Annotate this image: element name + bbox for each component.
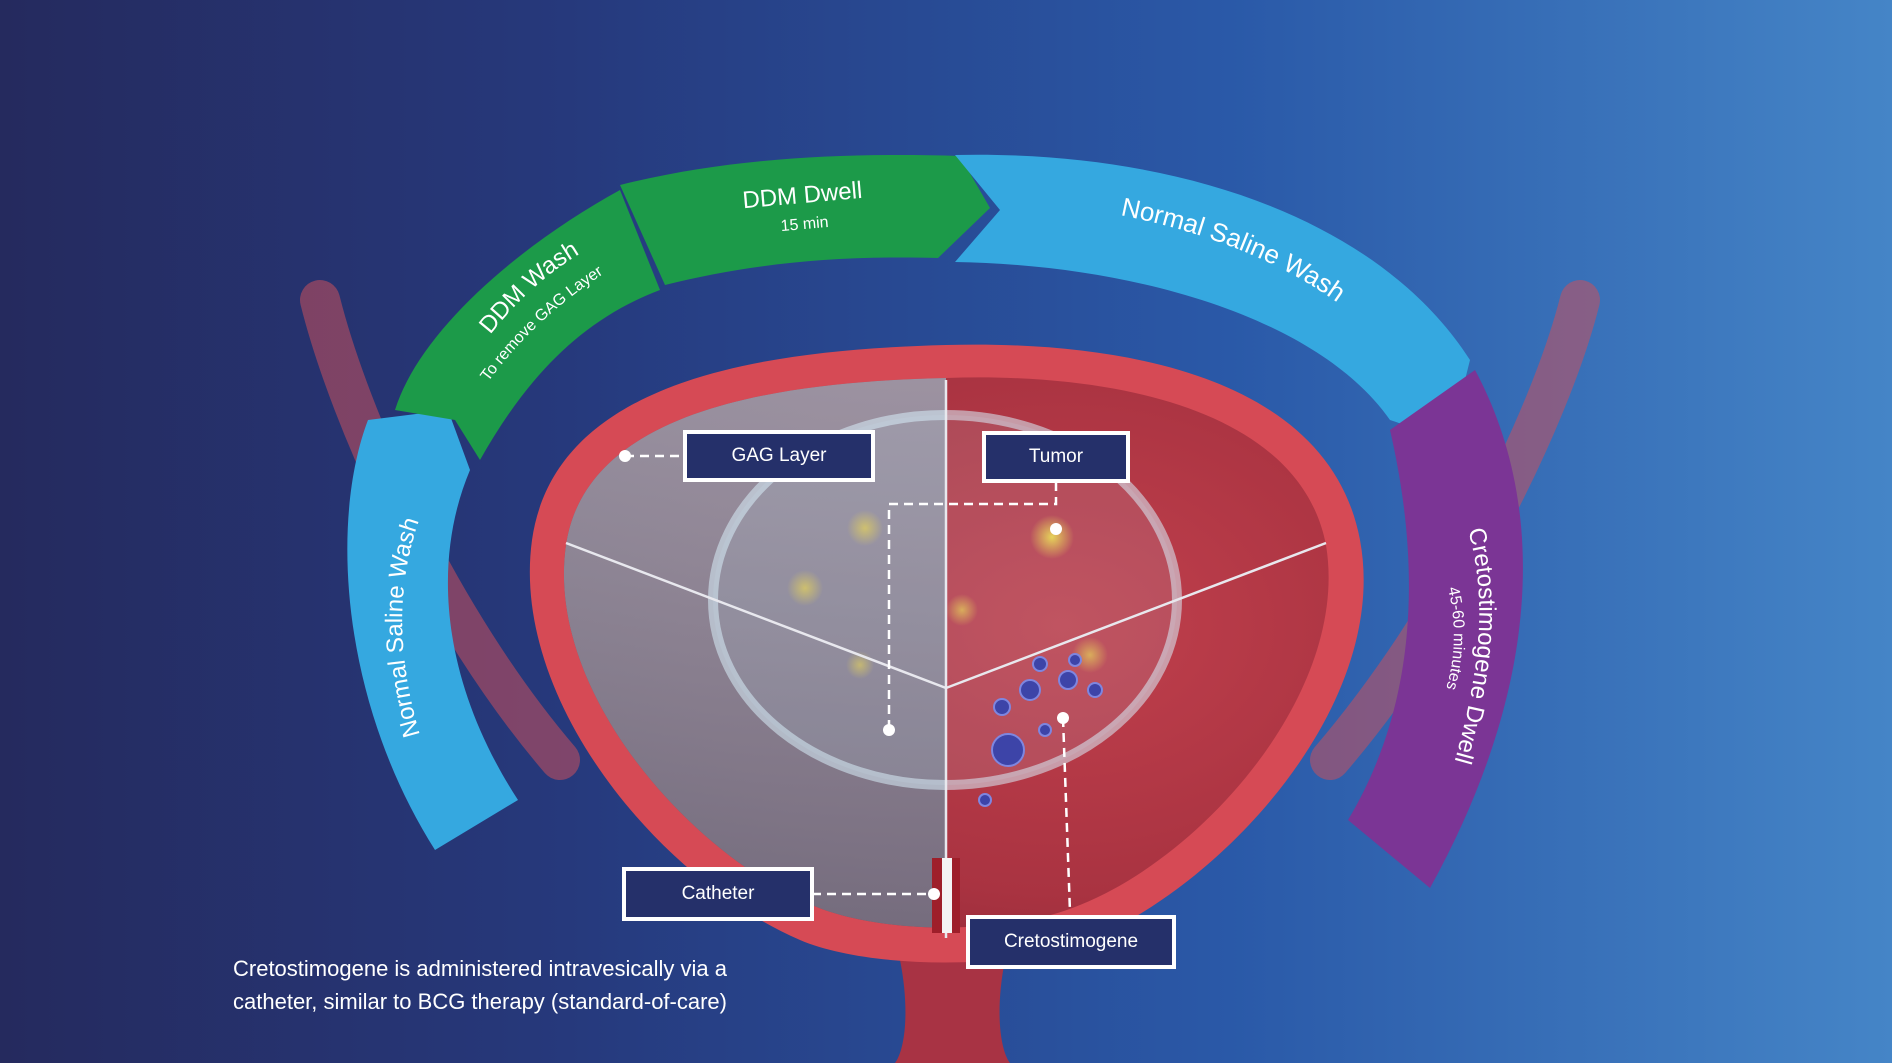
tumor-label-text: Tumor: [1028, 446, 1084, 467]
leader-dots: [619, 450, 1069, 900]
gag-layer-label[interactable]: GAG Layer: [683, 430, 875, 482]
step-sublabel: 15 min: [780, 214, 829, 235]
section-dividers: [565, 380, 1327, 938]
cretostimogene-label-text: Cretostimogene: [1003, 931, 1139, 952]
gag-layer-label-text: GAG Layer: [731, 445, 827, 466]
leader-lines: [625, 454, 1072, 913]
tumor-spots: [787, 510, 1108, 679]
cretostimogene-label[interactable]: Cretostimogene: [966, 915, 1176, 969]
step-normal-saline-wash-left: Normal Saline Wash: [347, 410, 518, 850]
urethra: [895, 960, 1010, 1063]
catheter-label-text: Catheter: [681, 883, 755, 904]
caption-line-1: Cretostimogene is administered intravesi…: [233, 956, 727, 981]
gag-coated-half: [564, 378, 946, 928]
cretostimogene-particles: [978, 653, 1103, 807]
step-cretostimogene-dwell: Cretostimogene Dwell 45-60 minutes: [1348, 370, 1523, 888]
catheter-label[interactable]: Catheter: [622, 867, 814, 921]
tumor-label[interactable]: Tumor: [982, 431, 1130, 483]
caption-line-2: catheter, similar to BCG therapy (standa…: [233, 989, 727, 1014]
caption: Cretostimogene is administered intravesi…: [180, 952, 780, 1018]
step-ddm-dwell: DDM Dwell 15 min: [620, 155, 990, 285]
